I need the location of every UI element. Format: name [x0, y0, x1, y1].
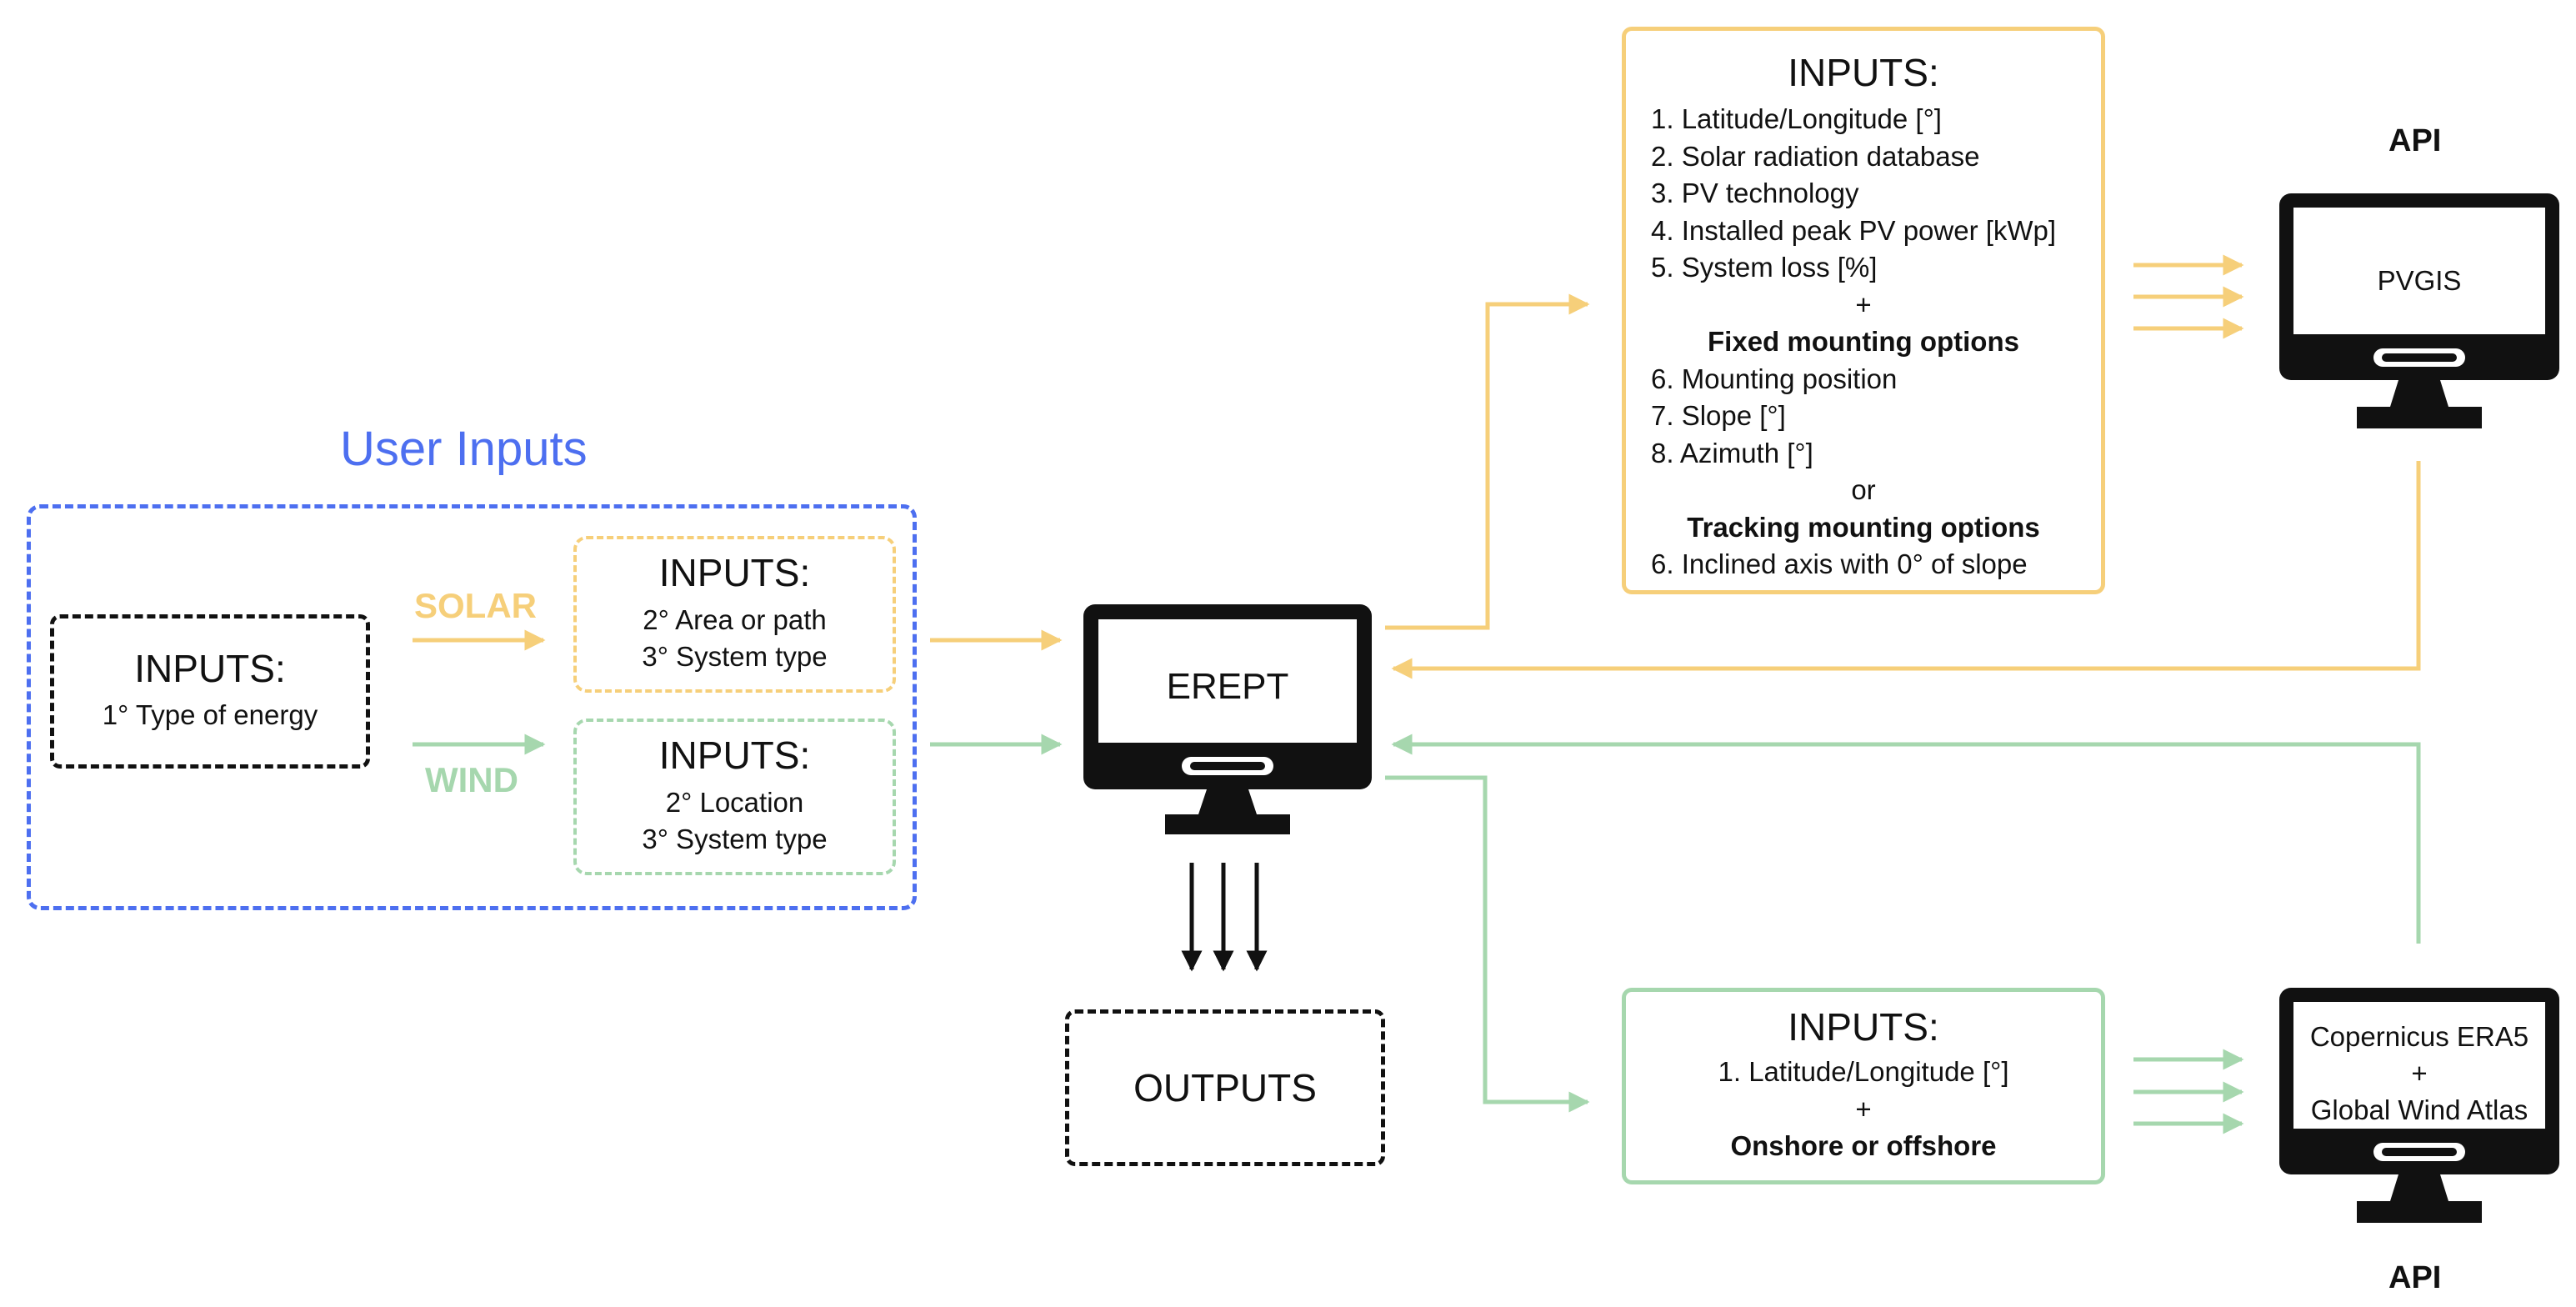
energy-type-line: 1° Type of energy [102, 699, 318, 731]
wind-api-inputs-box: INPUTS: 1. Latitude/Longitude [°] + Onsh… [1622, 988, 2105, 1184]
wind-user-inputs-title: INPUTS: [658, 734, 811, 778]
solar-user-input-line: 3° System type [642, 641, 828, 673]
user-inputs-group [27, 504, 917, 910]
solar-input-item: 1. Latitude/Longitude [°] [1651, 103, 1942, 135]
pvgis-monitor-icon [2279, 193, 2559, 428]
fixed-mounting-heading: Fixed mounting options [1708, 326, 2019, 358]
solar-user-inputs-box: INPUTS: 2° Area or path 3° System type [573, 536, 896, 693]
plus-sign: + [1855, 1093, 1872, 1124]
solar-api-inputs-title: INPUTS: [1788, 51, 1939, 94]
wind-api-screen-line: Global Wind Atlas [2310, 1094, 2528, 1125]
arrow-pvgis-to-erept [1391, 461, 2421, 679]
fixed-mounting-item: 7. Slope [°] [1651, 400, 1786, 432]
onshore-offshore-heading: Onshore or offshore [1730, 1130, 1997, 1162]
fixed-mounting-item: 8. Azimuth [°] [1651, 437, 1813, 468]
arrow-erept-to-solar-inputs [1385, 293, 1590, 630]
energy-type-inputs-box: INPUTS: 1° Type of energy [50, 614, 370, 769]
pvgis-screen-label: PVGIS [2377, 265, 2462, 296]
outputs-label: OUTPUTS [1133, 1065, 1317, 1109]
wind-label: WIND [425, 760, 518, 799]
wind-api-screen-label: Copernicus ERA5 + Global Wind Atlas [2293, 1019, 2545, 1129]
outputs-box: OUTPUTS [1065, 1009, 1385, 1166]
wind-api-monitor-icon [2279, 988, 2559, 1223]
solar-label: SOLAR [414, 586, 537, 625]
solar-user-input-line: 2° Area or path [643, 603, 827, 635]
wind-user-inputs-box: INPUTS: 2° Location 3° System type [573, 719, 896, 875]
solar-input-item: 5. System loss [%] [1651, 252, 1878, 283]
erept-monitor-icon [1083, 604, 1372, 834]
solar-user-inputs-title: INPUTS: [658, 551, 811, 595]
solar-input-item: 3. PV technology [1651, 178, 1859, 209]
solar-api-inputs-box: INPUTS: 1. Latitude/Longitude [°] 2. Sol… [1622, 27, 2105, 594]
energy-type-inputs-title: INPUTS: [134, 647, 286, 691]
pvgis-api-label: API [2388, 123, 2442, 158]
wind-user-input-line: 2° Location [665, 786, 804, 818]
solar-input-item: 4. Installed peak PV power [kWp] [1651, 214, 2057, 246]
fixed-mounting-item: 6. Mounting position [1651, 363, 1898, 394]
wind-api-screen-line: Copernicus ERA5 [2309, 1021, 2529, 1052]
wind-api-screen-line: + [2411, 1058, 2428, 1089]
erept-label: EREPT [1166, 666, 1289, 707]
wind-api-label: API [2388, 1260, 2442, 1295]
solar-input-item: 2. Solar radiation database [1651, 140, 1980, 172]
wind-user-input-line: 3° System type [642, 824, 828, 855]
or-separator: or [1851, 474, 1876, 506]
arrow-erept-to-wind-inputs [1385, 775, 1590, 1113]
tracking-mounting-heading: Tracking mounting options [1687, 511, 2040, 543]
wind-input-item: 1. Latitude/Longitude [°] [1718, 1056, 2009, 1088]
user-inputs-title: User Inputs [340, 422, 588, 476]
tracking-mounting-item: 6. Inclined axis with 0° of slope [1651, 548, 2028, 580]
plus-sign: + [1855, 288, 1872, 320]
solar-api-inputs-list: 1. Latitude/Longitude [°] 2. Solar radia… [1626, 101, 2101, 583]
arrow-windapi-to-erept [1391, 734, 2421, 944]
wind-api-inputs-title: INPUTS: [1788, 1005, 1939, 1049]
